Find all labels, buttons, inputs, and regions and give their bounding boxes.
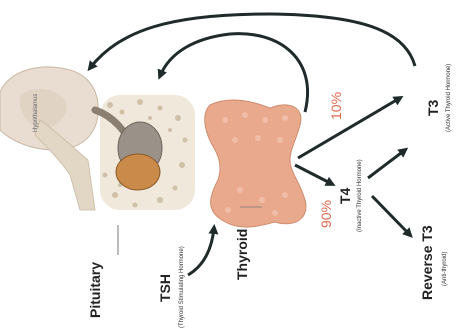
t3-percent-label: 10%: [328, 92, 344, 120]
tsh-sublabel: (Thyroid Stimulating Hormone): [179, 246, 185, 328]
thyroid-label: Thyroid: [234, 229, 250, 280]
t4-to-t3-arrow: [368, 150, 405, 178]
tsh-stimulation-arrow: [188, 228, 214, 275]
brain-illustration: [0, 67, 98, 210]
tsh-label: TSH: [157, 274, 173, 302]
thyroid-to-t3-arrow: [298, 98, 400, 158]
pituitary-illustration: [95, 95, 195, 210]
t4-percent-label: 90%: [318, 200, 334, 228]
thyroid-gland: [205, 100, 306, 227]
hypothalamus-label: Hypothalamus: [33, 94, 39, 132]
t4-to-reverse-t3-arrow: [372, 196, 410, 235]
thyroid-to-t4-arrow: [295, 165, 332, 184]
t3-feedback-arrow: [90, 14, 415, 68]
t3-sublabel: (Active Thyroid Hormone): [446, 64, 452, 132]
t4-sublabel: (Inactive Thyroid Hormone): [357, 159, 363, 232]
reverse-t3-sublabel: (Anti-thyroid): [442, 252, 448, 286]
t4-label: T4: [337, 187, 353, 204]
pituitary-label: Pituitary: [87, 262, 103, 318]
reverse-t3-label: Reverse T3: [419, 225, 435, 300]
t3-label: T3: [425, 99, 441, 116]
